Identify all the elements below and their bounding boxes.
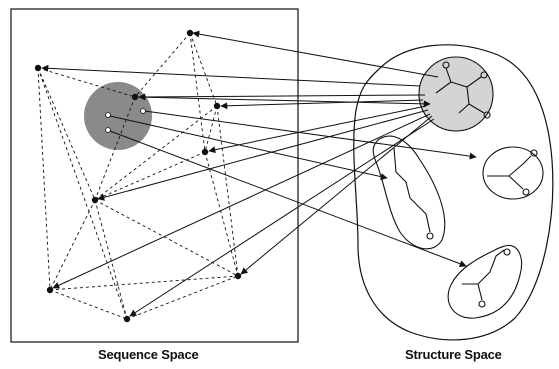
neighborhood-nodes — [105, 108, 146, 133]
sequence-node-open — [140, 108, 146, 114]
structure-node-left — [372, 135, 446, 250]
rna-secondary-structure-icon — [487, 149, 538, 196]
rna-secondary-structure-icon — [435, 61, 491, 119]
sequence-to-structure-arrows — [109, 96, 477, 268]
rna-secondary-structure-icon — [462, 248, 511, 308]
sequence-node — [186, 29, 194, 37]
sequence-node — [123, 315, 131, 323]
sequence-node — [234, 272, 242, 280]
rna-secondary-structure-icon — [393, 147, 434, 240]
sequence-node — [201, 148, 209, 156]
sequence-nodes — [34, 29, 242, 323]
sequence-network-edges — [37, 32, 239, 320]
sequence-node — [34, 64, 42, 72]
structure-to-sequence-arrows — [41, 30, 439, 317]
structure-node-bottom — [447, 244, 523, 319]
neutral-neighborhood-disk — [84, 82, 152, 150]
sequence-node-open — [105, 112, 111, 118]
sequence-node — [91, 196, 99, 204]
sequence-node-open — [105, 127, 111, 133]
sequence-space-caption: Sequence Space — [98, 347, 199, 362]
structure-node-right — [482, 146, 544, 200]
sequence-node — [213, 102, 221, 110]
structure-space-caption: Structure Space — [405, 347, 502, 362]
structure-node-main — [418, 56, 494, 132]
sequence-node — [46, 286, 54, 294]
structure-space-blob — [353, 44, 554, 341]
sequence-space-box — [10, 8, 299, 343]
sequence-node — [131, 93, 139, 101]
